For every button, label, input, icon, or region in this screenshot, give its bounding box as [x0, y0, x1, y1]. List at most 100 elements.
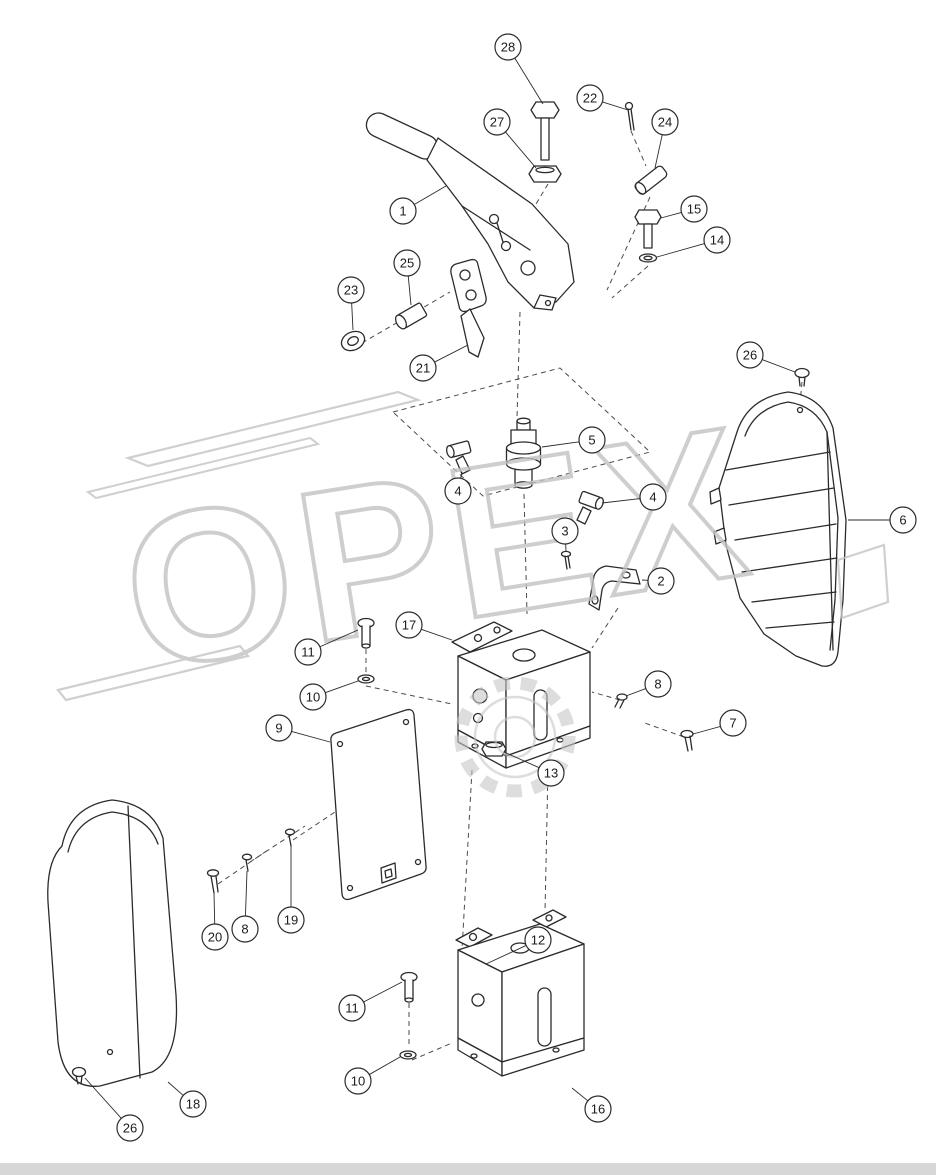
washer-14: [638, 253, 658, 263]
svg-text:26: 26: [743, 348, 757, 363]
callout-17: 17: [395, 611, 453, 641]
svg-text:13: 13: [544, 766, 558, 781]
svg-text:20: 20: [208, 930, 222, 945]
callout-15: 15: [660, 195, 708, 223]
callout-28: 28: [494, 33, 544, 105]
callout-11: 11: [338, 981, 403, 1022]
watermark-text: OPEX: [108, 379, 767, 716]
callout-11: 11: [294, 629, 359, 666]
mounting-bracket-16: [455, 909, 585, 1077]
watermark-swoosh-left: [56, 644, 250, 702]
svg-text:16: 16: [591, 1102, 605, 1117]
strap-bracket-2: [588, 565, 641, 611]
washer-23: [340, 330, 366, 352]
handbrake-lever: [365, 112, 575, 311]
svg-text:4: 4: [454, 484, 461, 499]
callout-3: 3: [551, 517, 579, 552]
svg-text:7: 7: [729, 716, 736, 731]
callout-14: 14: [656, 226, 731, 258]
side-cover-18: [47, 799, 178, 1087]
valve-5: [505, 417, 542, 489]
callout-1: 1: [389, 185, 447, 225]
watermark-swoosh-top-2: [85, 436, 321, 500]
svg-text:14: 14: [710, 233, 724, 248]
svg-text:19: 19: [284, 913, 298, 928]
callout-23: 23: [337, 276, 365, 331]
svg-text:24: 24: [658, 115, 672, 130]
svg-text:23: 23: [344, 283, 358, 298]
svg-text:21: 21: [416, 361, 430, 376]
svg-text:27: 27: [490, 115, 504, 130]
callout-19: 19: [277, 846, 305, 934]
svg-text:18: 18: [186, 1097, 200, 1112]
watermark-swoosh-top: [124, 390, 422, 468]
hex-nut-13: [481, 741, 507, 757]
svg-text:25: 25: [400, 256, 414, 271]
side-cover-6: [709, 391, 847, 667]
callout-26: 26: [84, 1077, 144, 1142]
callout-20: 20: [201, 892, 229, 951]
svg-text:3: 3: [561, 524, 568, 539]
callout-9: 9: [265, 714, 331, 743]
screw-8-left: [241, 853, 253, 872]
svg-text:15: 15: [687, 202, 701, 217]
svg-text:5: 5: [588, 433, 595, 448]
hex-bolt-11-lower: [400, 971, 418, 1003]
svg-text:10: 10: [351, 1074, 365, 1089]
svg-text:9: 9: [275, 721, 282, 736]
callout-12: 12: [485, 926, 552, 965]
screw-20: [206, 869, 220, 894]
cotter-pin-22: [624, 101, 635, 131]
callout-8: 8: [625, 670, 672, 698]
svg-text:1: 1: [399, 204, 406, 219]
callout-10: 10: [344, 1056, 401, 1095]
hex-bolt-11-upper: [357, 617, 375, 649]
callout-24: 24: [651, 108, 679, 169]
callout-22: 22: [576, 84, 629, 112]
svg-text:2: 2: [657, 574, 664, 589]
assembly-dashed-lines: [217, 130, 803, 1061]
svg-text:26: 26: [123, 1121, 137, 1136]
callout-25: 25: [393, 249, 421, 306]
callout-10: 10: [299, 680, 359, 711]
callout-27: 27: [483, 108, 537, 169]
hex-bolt-28: [530, 101, 560, 161]
screw-3: [560, 550, 572, 570]
svg-text:8: 8: [654, 677, 661, 692]
lever-mounting-bracket: [450, 258, 487, 358]
callout-26: 26: [736, 341, 796, 373]
svg-text:8: 8: [241, 922, 248, 937]
bushing-25: [394, 302, 428, 330]
screw-19: [284, 828, 296, 847]
callout-13: 13: [503, 751, 565, 787]
svg-text:17: 17: [402, 618, 416, 633]
callout-16: 16: [571, 1087, 612, 1123]
svg-text:28: 28: [501, 40, 515, 55]
hex-nut-27: [528, 165, 562, 183]
callout-21: 21: [409, 344, 469, 382]
svg-text:4: 4: [649, 490, 656, 505]
washer-10-upper: [357, 674, 375, 684]
hex-bolt-15: [634, 209, 662, 249]
elbow-fitting-4-right: [576, 490, 604, 525]
screw-26-top: [794, 367, 810, 387]
callout-5: 5: [541, 426, 606, 454]
screw-26-bottom: [71, 1066, 87, 1085]
callout-4: 4: [444, 471, 472, 505]
svg-text:12: 12: [531, 933, 545, 948]
washer-10-lower: [399, 1050, 417, 1060]
clevis-pin-24: [634, 165, 668, 195]
callout-2: 2: [641, 567, 675, 595]
callout-18: 18: [167, 1081, 207, 1118]
callout-7: 7: [692, 709, 747, 737]
screw-8-right: [614, 693, 628, 709]
svg-text:10: 10: [306, 690, 320, 705]
svg-text:11: 11: [301, 645, 315, 660]
callout-6: 6: [848, 506, 917, 534]
cover-plate-9: [330, 708, 427, 901]
svg-text:6: 6: [899, 513, 906, 528]
callout-8: 8: [231, 870, 259, 943]
screw-7: [680, 729, 694, 752]
